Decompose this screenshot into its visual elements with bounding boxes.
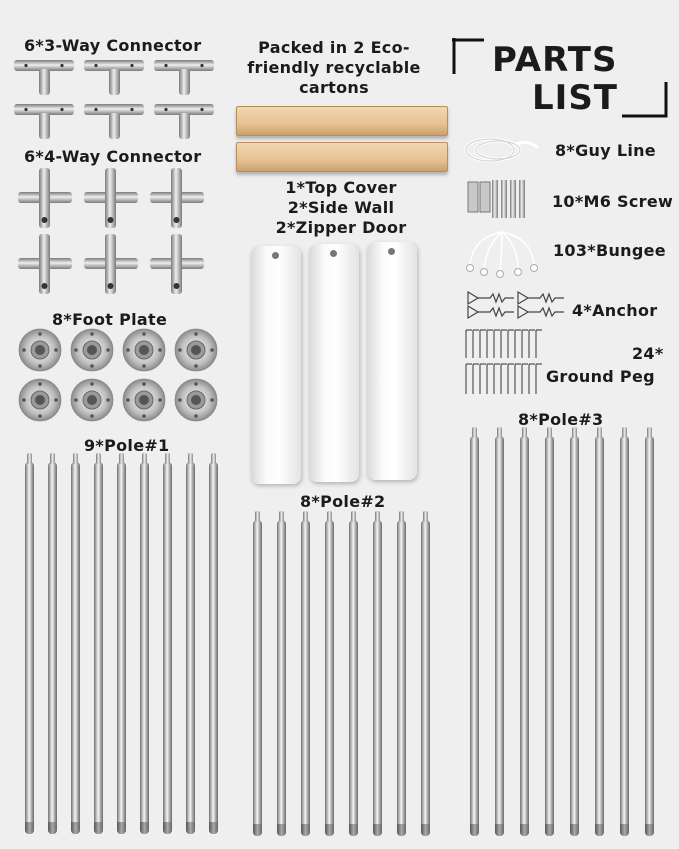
covers-line-1: 1*Top Cover <box>285 178 397 197</box>
title-frame-icon <box>452 38 668 118</box>
bungee-label: 103*Bungee <box>553 241 666 260</box>
packed-line-3: cartons <box>299 78 369 97</box>
pole-icon <box>140 453 149 834</box>
pole-icon <box>645 427 654 836</box>
packed-line-1: Packed in 2 Eco- <box>258 38 410 57</box>
side-wall-icon <box>367 242 417 480</box>
four-way-connector-label: 6*4-Way Connector <box>24 147 202 166</box>
pole-2-label: 8*Pole#2 <box>300 492 386 511</box>
pole-icon <box>520 427 529 836</box>
pole-icon <box>163 453 172 834</box>
four-way-connector-group <box>18 168 218 300</box>
pole-icon <box>620 427 629 836</box>
guy-line-icon <box>464 137 540 163</box>
three-way-connector-group <box>14 56 224 146</box>
ground-peg-label: Ground Peg <box>546 367 655 386</box>
packed-line-2: friendly recyclable <box>247 58 421 77</box>
pole-icon <box>301 511 310 836</box>
pole-icon <box>48 453 57 834</box>
bungee-icon <box>466 231 538 278</box>
parts-list-title: PARTS LIST <box>452 38 668 118</box>
pole-1-label: 9*Pole#1 <box>84 436 170 455</box>
pole-icon <box>397 511 406 836</box>
pole-icon <box>71 453 80 834</box>
foot-plate-icon <box>18 328 218 422</box>
anchor-icon <box>467 290 564 320</box>
ground-peg-qty-label: 24* <box>632 344 664 363</box>
screw-label: 10*M6 Screw <box>552 192 674 211</box>
packed-cartons-label: Packed in 2 Eco- friendly recyclable car… <box>236 38 432 98</box>
pole-icon <box>545 427 554 836</box>
pole-icon <box>373 511 382 836</box>
pole-icon <box>595 427 604 836</box>
pole-icon <box>495 427 504 836</box>
pole-icon <box>570 427 579 836</box>
pole-icon <box>186 453 195 834</box>
title-line-2: LIST <box>532 78 618 118</box>
pole-icon <box>421 511 430 836</box>
pole-icon <box>117 453 126 834</box>
side-wall-icon <box>251 246 301 484</box>
pole-icon <box>209 453 218 834</box>
pole-icon <box>277 511 286 836</box>
covers-label: 1*Top Cover 2*Side Wall 2*Zipper Door <box>246 178 436 238</box>
carton-icon <box>236 106 448 136</box>
foot-plate-group <box>18 328 218 424</box>
pole-icon <box>253 511 262 836</box>
foot-plate-label: 8*Foot Plate <box>52 310 168 329</box>
pole-icon <box>349 511 358 836</box>
pole-3-label: 8*Pole#3 <box>518 410 604 429</box>
covers-line-3: 2*Zipper Door <box>275 218 407 237</box>
screw-icon <box>467 180 525 218</box>
pole-icon <box>325 511 334 836</box>
pole-icon <box>470 427 479 836</box>
ground-peg-icon <box>465 329 542 394</box>
anchor-label: 4*Anchor <box>572 301 658 320</box>
four-way-connector-icon <box>18 168 204 294</box>
three-way-connector-icon <box>14 60 214 139</box>
side-wall-icon <box>309 244 359 482</box>
guy-line-label: 8*Guy Line <box>555 141 656 160</box>
pole-icon <box>94 453 103 834</box>
pole-icon <box>25 453 34 834</box>
title-line-1: PARTS <box>492 40 618 80</box>
covers-line-2: 2*Side Wall <box>287 198 395 217</box>
carton-icon <box>236 142 448 172</box>
three-way-connector-label: 6*3-Way Connector <box>24 36 202 55</box>
